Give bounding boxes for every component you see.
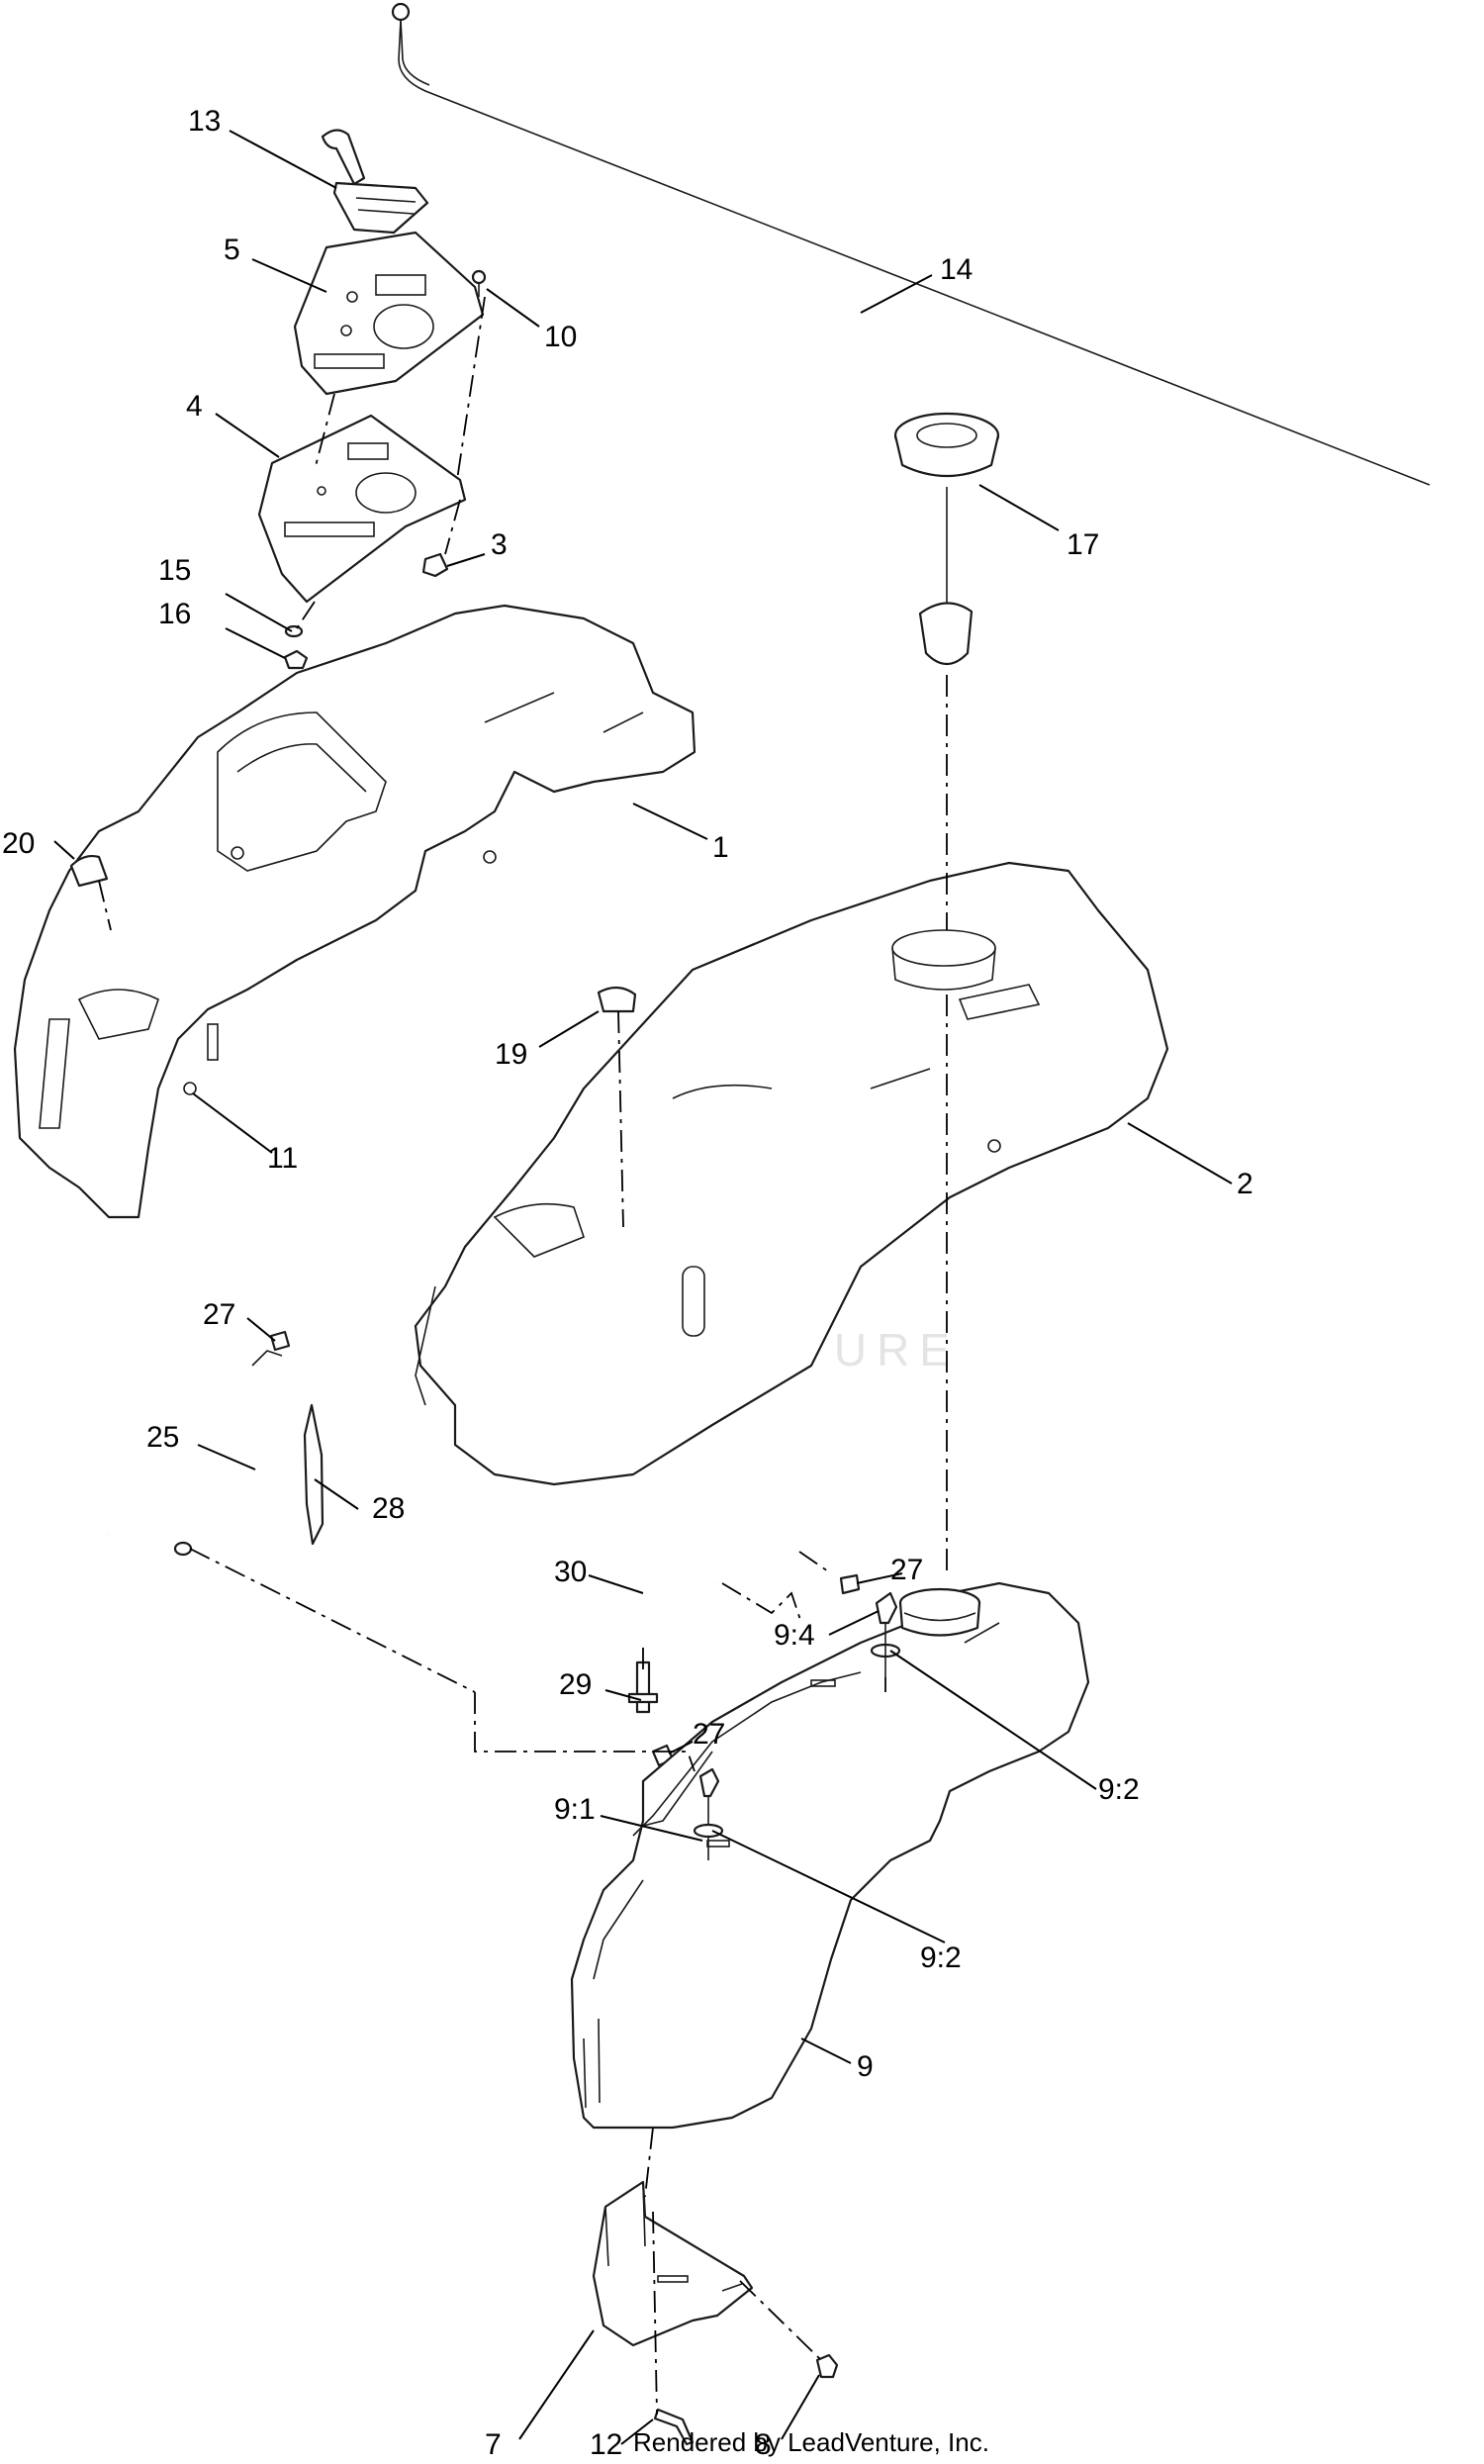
callout-27-low: 27 (693, 1718, 725, 1751)
part-3-nut (421, 552, 449, 578)
callouts: 13 5 10 4 14 17 15 3 16 1 20 19 11 2 27 … (2, 105, 1253, 2461)
part-9-fuel-tank (570, 1581, 1090, 2130)
callout-7: 7 (485, 2428, 502, 2461)
callout-27-top: 27 (203, 1298, 235, 1331)
part-30-elbow-hose (639, 1548, 719, 1648)
callout-19: 19 (495, 1038, 527, 1071)
callout-11: 11 (267, 1142, 298, 1175)
callout-5: 5 (224, 234, 240, 266)
part-28-strap (303, 1403, 325, 1546)
part-25-hose (107, 1350, 324, 1557)
callout-9-4: 9:4 (774, 1619, 815, 1652)
part-9-2-grommet-top (870, 1623, 901, 1677)
part-4-plate (257, 414, 467, 604)
callout-16: 16 (158, 598, 191, 630)
callout-30: 30 (554, 1556, 587, 1588)
callout-12: 12 (590, 2428, 622, 2461)
part-2-fender (414, 861, 1169, 1486)
callout-27-mid: 27 (890, 1554, 923, 1586)
part-9-1-fitting (693, 1767, 724, 1860)
callout-2: 2 (1237, 1168, 1253, 1200)
part-8-bolt (815, 2353, 839, 2379)
callout-4: 4 (186, 390, 203, 423)
part-19-cap (597, 986, 637, 1013)
rendered-by-credit: Rendered by LeadVenture, Inc. (633, 2427, 989, 2457)
part-1-console-housing (13, 604, 696, 1219)
part-16-nut (283, 649, 309, 670)
callout-9: 9 (857, 2050, 874, 2083)
callout-28: 28 (372, 1492, 405, 1525)
callout-1: 1 (712, 831, 729, 864)
part-27-clamp-top (269, 1330, 291, 1352)
callout-9-2-left: 9:2 (920, 1942, 962, 1974)
part-20-cap (69, 854, 109, 888)
callout-20: 20 (2, 827, 35, 860)
leader-lines (53, 130, 1233, 2445)
callout-14: 14 (940, 253, 973, 286)
callout-15: 15 (158, 554, 191, 587)
part-12-clip (653, 2408, 695, 2446)
part-27-clamp-mid (839, 1573, 861, 1595)
callout-29: 29 (559, 1668, 592, 1701)
part-5-plate (293, 231, 485, 396)
part-17-fuel-cap (893, 412, 1000, 666)
part-13-lever (321, 129, 429, 235)
part-14-rod (391, 2, 1431, 486)
callout-9-1: 9:1 (554, 1793, 596, 1826)
centerlines (98, 296, 948, 2416)
part-10-screw (471, 269, 487, 297)
callout-13: 13 (188, 105, 221, 138)
part-9-4-elbow (875, 1591, 898, 1625)
part-7-bracket (592, 2180, 754, 2347)
callout-25: 25 (146, 1421, 179, 1454)
callout-10: 10 (544, 321, 577, 353)
callout-9-2-right: 9:2 (1098, 1773, 1140, 1806)
callout-3: 3 (491, 528, 508, 561)
callout-17: 17 (1067, 528, 1099, 561)
part-29-fitting (627, 1660, 659, 1714)
part-15-washer (284, 624, 304, 638)
callout-8: 8 (755, 2428, 772, 2461)
